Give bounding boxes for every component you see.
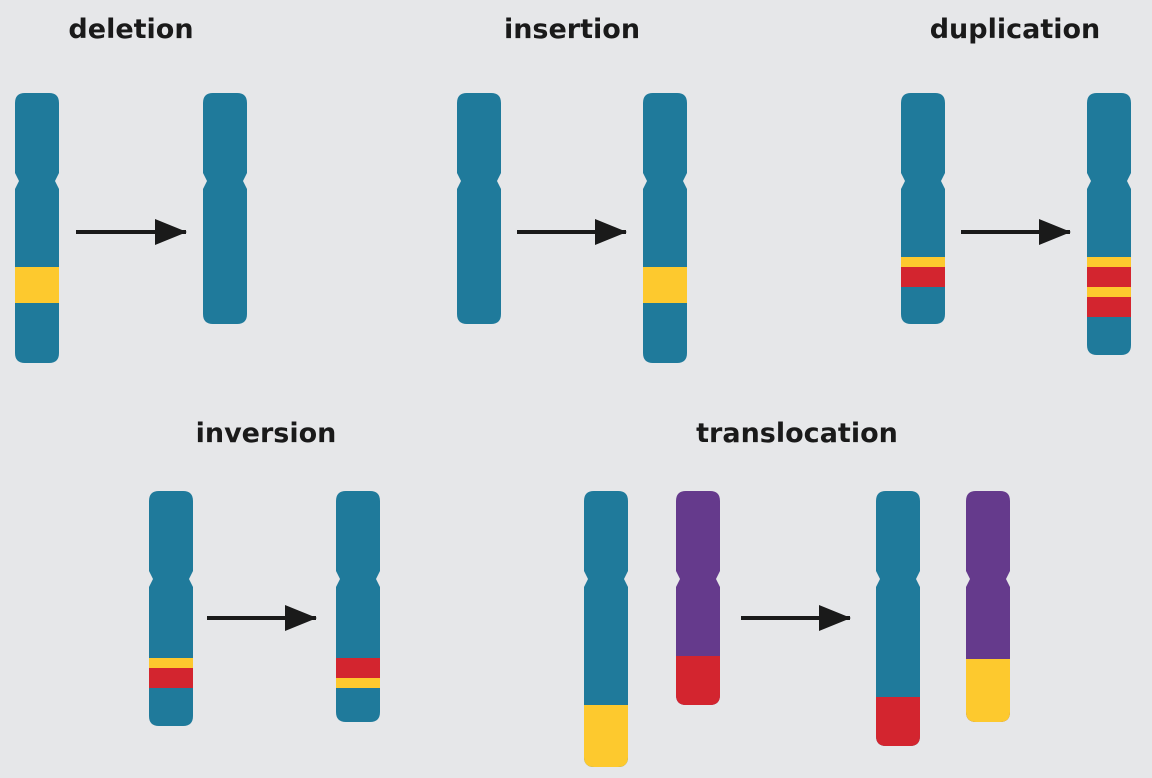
duplication-chromosome-after-body bbox=[1087, 93, 1131, 355]
insertion-chromosome-after bbox=[643, 93, 687, 363]
deletion-chromosome-before bbox=[15, 93, 59, 363]
translocation-chromosome-before-1 bbox=[584, 491, 628, 767]
duplication-chromosome-after-band-4 bbox=[1087, 297, 1131, 317]
inversion-chromosome-before-body bbox=[149, 491, 193, 726]
translocation-chromosome-before-2-band-1 bbox=[676, 656, 720, 705]
translocation-chromosome-after-1 bbox=[876, 491, 920, 746]
duplication-chromosome-before bbox=[901, 93, 945, 324]
insertion-chromosome-before-body bbox=[457, 93, 501, 324]
duplication-chromosome-before-body bbox=[901, 93, 945, 324]
insertion-chromosome-before bbox=[457, 93, 501, 324]
inversion-chromosome-after-band-2 bbox=[336, 678, 380, 688]
duplication-chromosome-after bbox=[1087, 93, 1131, 355]
insertion-chromosome-after-body bbox=[643, 93, 687, 363]
duplication-chromosome-after-band-3 bbox=[1087, 287, 1131, 297]
duplication-chromosome-after-band-1 bbox=[1087, 257, 1131, 267]
translocation-chromosome-after-1-band-1 bbox=[876, 697, 920, 746]
title-deletion: deletion bbox=[68, 14, 194, 45]
title-inversion: inversion bbox=[195, 418, 337, 449]
inversion-chromosome-before bbox=[149, 491, 193, 726]
deletion-chromosome-after bbox=[203, 93, 247, 324]
deletion-chromosome-before-band-1 bbox=[15, 267, 59, 303]
duplication-chromosome-before-band-2 bbox=[901, 267, 945, 287]
translocation-chromosome-after-2 bbox=[966, 491, 1010, 722]
deletion-chromosome-before-body bbox=[15, 93, 59, 363]
inversion-chromosome-after-band-1 bbox=[336, 658, 380, 678]
inversion-chromosome-before-band-1 bbox=[149, 658, 193, 668]
title-duplication: duplication bbox=[929, 14, 1101, 45]
translocation-chromosome-after-2-band-1 bbox=[966, 659, 1010, 722]
title-insertion: insertion bbox=[503, 14, 641, 45]
inversion-chromosome-before-band-2 bbox=[149, 668, 193, 688]
inversion-chromosome-after-body bbox=[336, 491, 380, 722]
deletion-chromosome-after-body bbox=[203, 93, 247, 324]
translocation-chromosome-before-2 bbox=[676, 491, 720, 705]
translocation-chromosome-before-1-band-1 bbox=[584, 705, 628, 767]
title-translocation: translocation bbox=[696, 418, 898, 449]
duplication-chromosome-before-band-1 bbox=[901, 257, 945, 267]
duplication-chromosome-after-band-2 bbox=[1087, 267, 1131, 287]
insertion-chromosome-after-band-1 bbox=[643, 267, 687, 303]
inversion-chromosome-after bbox=[336, 491, 380, 722]
